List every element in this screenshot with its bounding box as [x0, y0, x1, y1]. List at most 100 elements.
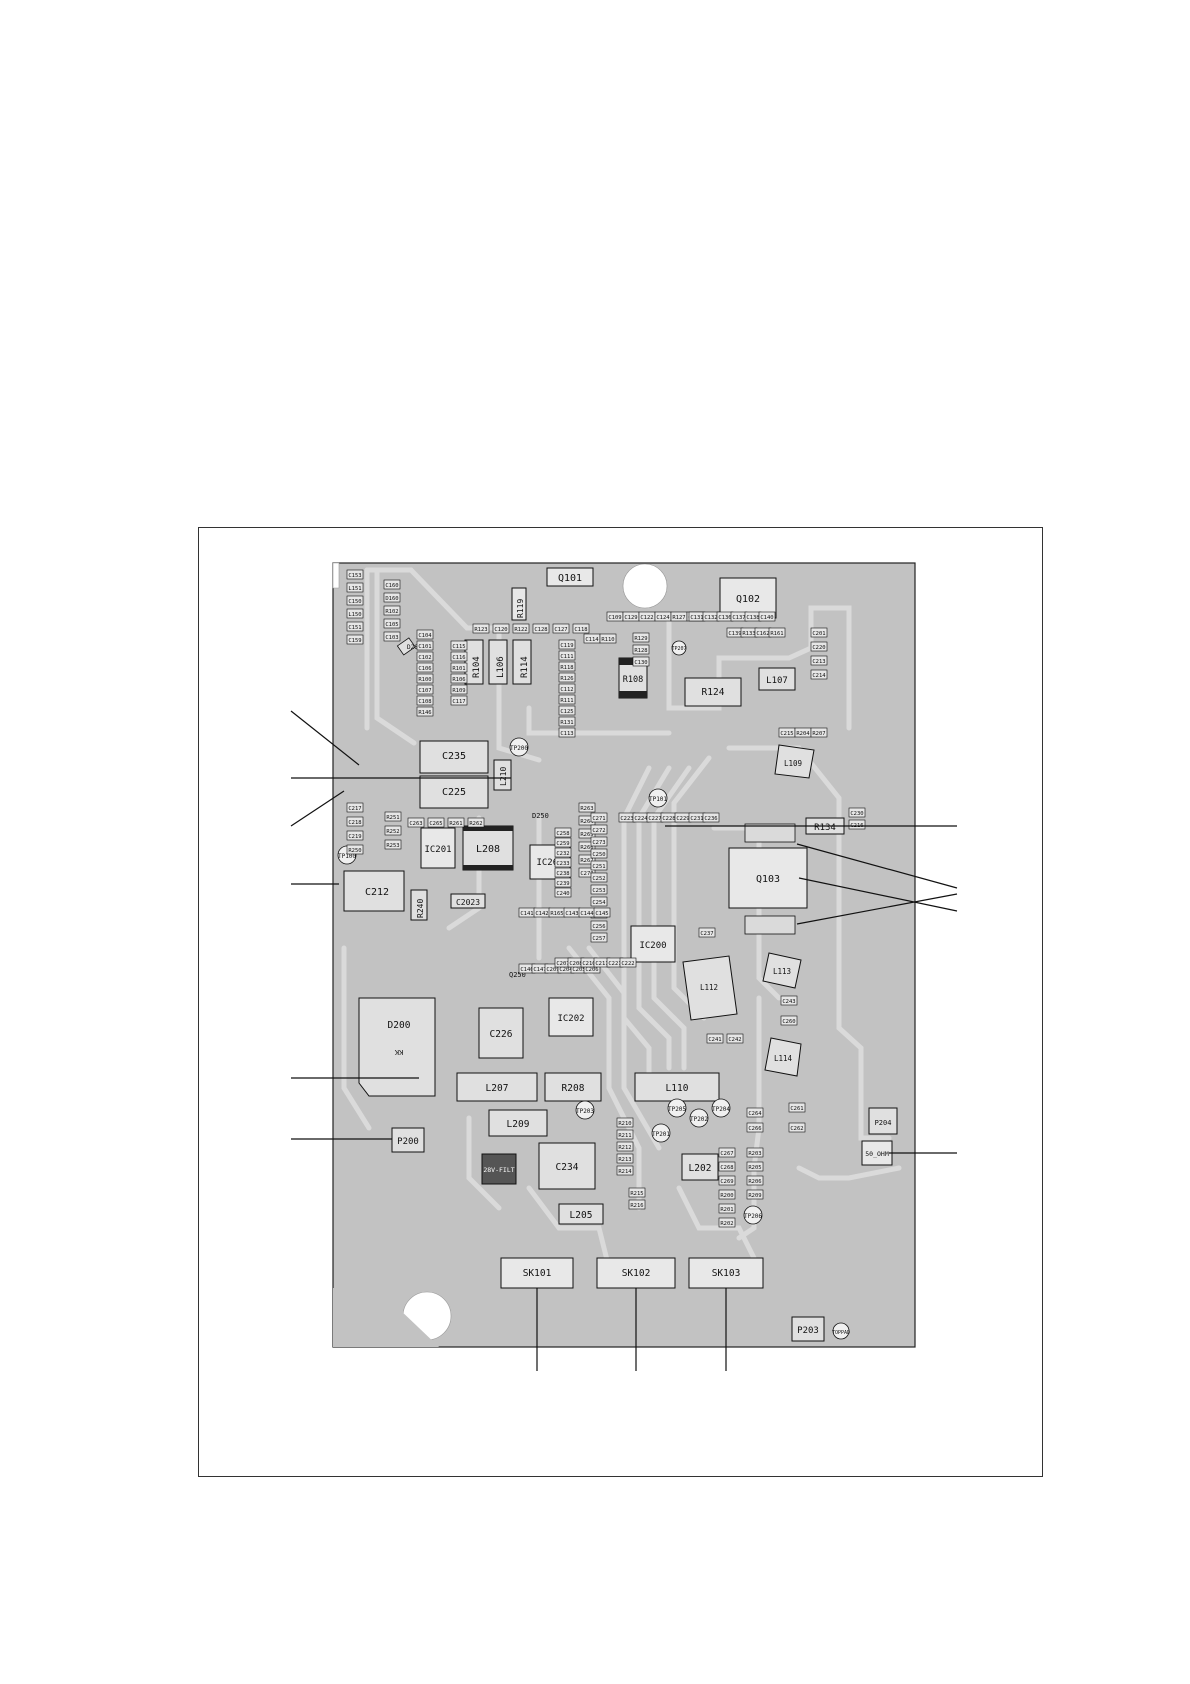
- testpoint-tp203: TP203: [575, 1100, 594, 1120]
- smd-part-label: C262: [790, 1126, 803, 1132]
- smd-part-label: C131: [690, 615, 703, 621]
- svg-text:R104: R104: [472, 656, 482, 678]
- smd-part-label: C211: [595, 961, 608, 967]
- smd-part: C254: [590, 896, 608, 907]
- board-clearances: [332, 562, 899, 1347]
- smd-part: C263: [407, 817, 425, 828]
- smd-part-label: C251: [592, 864, 605, 870]
- smd-part-label: R111: [560, 698, 573, 704]
- smd-part-label: R127: [672, 615, 685, 621]
- smd-part-label: C257: [592, 936, 605, 942]
- smd-part: C127: [552, 623, 570, 634]
- smd-part-label: C208: [569, 961, 582, 967]
- svg-text:Q103: Q103: [756, 874, 780, 885]
- smd-part: C219: [346, 830, 364, 841]
- component-ic200: IC200: [630, 925, 676, 963]
- smd-part-label: R200: [720, 1193, 733, 1199]
- smd-part-label: C142: [535, 911, 548, 917]
- component-l202: L202: [681, 1153, 719, 1181]
- smd-part-label: R205: [748, 1165, 761, 1171]
- smd-part: C120: [492, 623, 510, 634]
- component-c2023: C2023: [450, 893, 486, 909]
- smd-part-label: R210: [618, 1121, 631, 1127]
- testpoint-tp207: TP207: [671, 640, 687, 656]
- smd-part: R202: [718, 1217, 736, 1228]
- smd-part: C131: [688, 611, 706, 622]
- svg-text:L210: L210: [499, 767, 508, 786]
- smd-part: R100: [416, 673, 434, 684]
- smd-part: R111: [558, 694, 576, 705]
- smd-part-label: C113: [560, 731, 573, 737]
- smd-part-label: C127: [554, 627, 567, 633]
- smd-part-label: C266: [748, 1126, 761, 1132]
- smd-part: C111: [558, 650, 576, 661]
- component-d250: D250: [532, 812, 549, 820]
- connector-sk101: SK101: [500, 1257, 574, 1289]
- smd-part-label: C125: [560, 709, 573, 715]
- component-l209: L209: [488, 1109, 548, 1137]
- component-r240: R240: [410, 889, 428, 921]
- smd-part-label: R250: [348, 848, 361, 854]
- smd-part-label: C269: [720, 1179, 733, 1185]
- smd-part-label: D160: [385, 596, 398, 602]
- smd-part-label: C128: [534, 627, 547, 633]
- smd-part-label: C112: [560, 687, 573, 693]
- smd-part-label: C243: [782, 999, 795, 1005]
- smd-part-label: R122: [514, 627, 527, 633]
- svg-text:R208: R208: [562, 1083, 585, 1094]
- smd-part-label: C104: [418, 633, 432, 639]
- smd-part: R211: [616, 1129, 634, 1140]
- svg-text:C226: C226: [490, 1029, 513, 1040]
- smd-part: C238: [554, 867, 572, 878]
- testpoint-tp101: TP101: [648, 788, 667, 808]
- svg-text:Q250: Q250: [509, 971, 526, 979]
- smd-part-label: R101: [452, 666, 465, 672]
- smd-part-label: C132: [704, 615, 717, 621]
- smd-part-label: R102: [385, 609, 398, 615]
- component-r124: R124: [684, 677, 742, 707]
- smd-part-label: R263: [580, 806, 593, 812]
- testpoint-tp206: TP206: [743, 1205, 762, 1225]
- smd-part-label: C256: [592, 924, 605, 930]
- smd-part-label: C209: [546, 967, 559, 973]
- smd-part-label: R203: [748, 1151, 761, 1157]
- svg-text:TP202: TP202: [690, 1116, 708, 1123]
- smd-part-label: C214: [812, 673, 826, 679]
- smd-part: C242: [726, 1033, 744, 1044]
- smd-part: C266: [746, 1122, 764, 1133]
- smd-part: R146: [416, 706, 434, 717]
- smd-part: C136: [716, 611, 734, 622]
- svg-text:L112: L112: [700, 983, 718, 992]
- svg-text:R119: R119: [516, 599, 525, 618]
- smd-part-label: C272: [592, 828, 605, 834]
- smd-part: C108: [416, 695, 434, 706]
- smd-part: C218: [346, 816, 364, 827]
- smd-part: R129: [632, 632, 650, 643]
- smd-part: C106: [416, 662, 434, 673]
- smd-part: C113: [558, 727, 576, 738]
- smd-part-label: C220: [812, 645, 825, 651]
- svg-text:L209: L209: [507, 1119, 530, 1130]
- smd-part-label: C129: [624, 615, 637, 621]
- smd-part-label: C107: [418, 688, 431, 694]
- smd-part-label: C150: [348, 599, 361, 605]
- smd-part: R118: [558, 661, 576, 672]
- smd-part: R216: [628, 1199, 646, 1210]
- smd-part: C271: [590, 812, 608, 823]
- smd-part: C143: [563, 907, 581, 918]
- smd-part-label: C254: [592, 900, 606, 906]
- component-ic202: IC202: [548, 997, 594, 1037]
- smd-part: C124: [654, 611, 672, 622]
- smd-part: C118: [572, 623, 590, 634]
- smd-part-label: R128: [634, 648, 647, 654]
- smd-part: C257: [590, 932, 608, 943]
- smd-part: C237: [698, 927, 716, 938]
- smd-part: C119: [558, 639, 576, 650]
- smd-part: C104: [416, 629, 434, 640]
- smd-part-label: C263: [409, 821, 422, 827]
- svg-text:C234: C234: [556, 1162, 579, 1173]
- svg-text:R240: R240: [416, 899, 425, 918]
- smd-part: C101: [416, 640, 434, 651]
- smd-part: C258: [554, 827, 572, 838]
- smd-part: C267: [718, 1147, 736, 1158]
